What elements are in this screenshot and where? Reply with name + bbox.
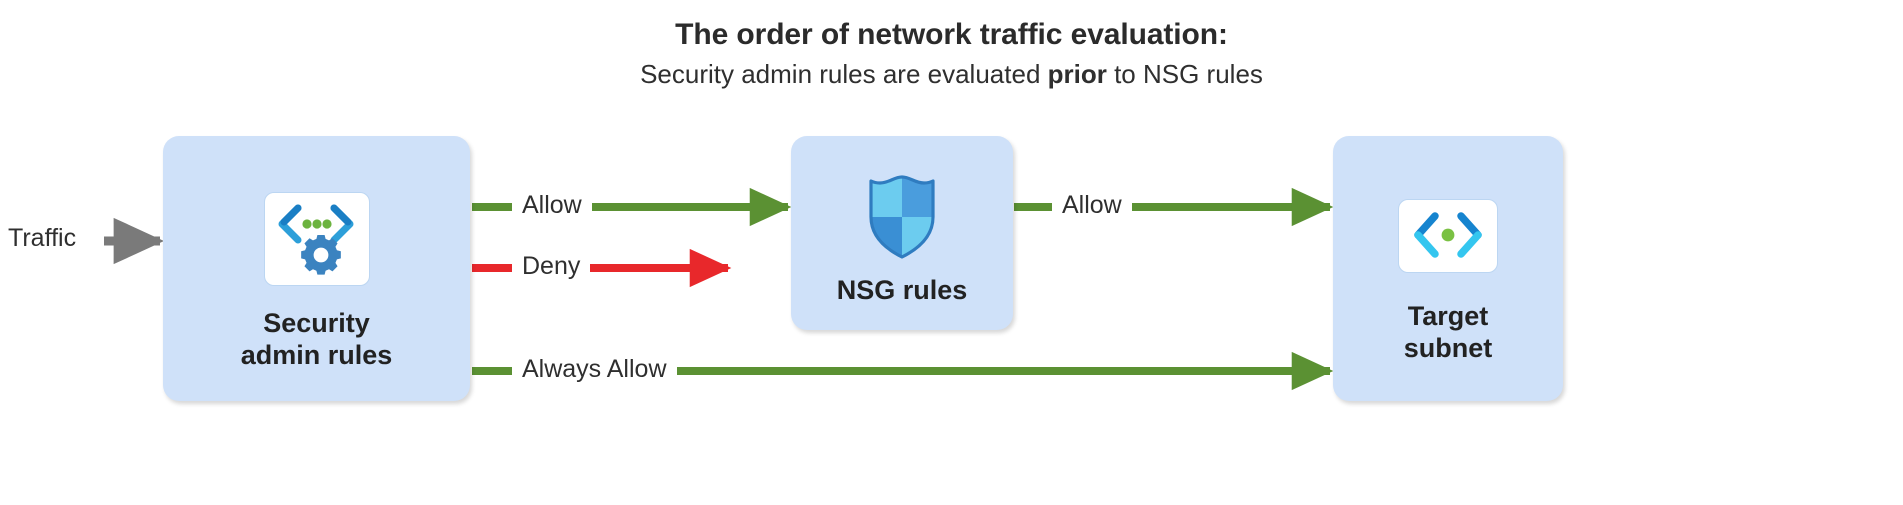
subnet-icon-tile <box>1398 198 1498 273</box>
node-label-nsg-rules: NSG rules <box>836 275 968 306</box>
edge-label-always-allow: Always Allow <box>512 357 677 382</box>
subnet-icon <box>1414 211 1482 258</box>
security-admin-rules-icon <box>278 204 353 275</box>
edge-label-allow-to-nsg: Allow <box>512 193 592 218</box>
shield-icon <box>869 175 935 259</box>
edge-label-deny: Deny <box>512 254 591 279</box>
node-security-admin-rules[interactable]: Security admin rules <box>163 136 470 401</box>
heading-block: The order of network traffic evaluation:… <box>0 16 1903 91</box>
security-admin-rules-icon-tile <box>263 191 370 286</box>
shield-icon-wrap <box>864 173 940 261</box>
page-subtitle: Security admin rules are evaluated prior… <box>0 58 1903 92</box>
subtitle-text-after: to NSG rules <box>1106 58 1263 89</box>
node-label-target-subnet: Target subnet <box>1403 300 1493 363</box>
edge-label-allow-to-subnet: Allow <box>1052 193 1132 218</box>
node-label-security-admin-rules: Security admin rules <box>240 307 393 370</box>
page-title: The order of network traffic evaluation: <box>675 18 1228 51</box>
node-nsg-rules[interactable]: NSG rules <box>791 136 1013 330</box>
subtitle-emphasis: prior <box>1047 58 1107 89</box>
node-target-subnet[interactable]: Target subnet <box>1333 136 1563 401</box>
traffic-entry-label: Traffic <box>8 224 77 252</box>
subtitle-text-before: Security admin rules are evaluated <box>640 58 1048 89</box>
